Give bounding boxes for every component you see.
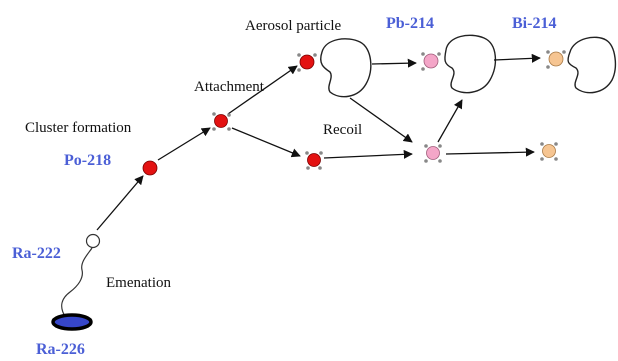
- ra222-label: Ra-222: [12, 245, 61, 262]
- po-attached: [297, 53, 317, 72]
- bi-free: [540, 142, 558, 161]
- recoil-label: Recoil: [323, 122, 362, 138]
- arrow-aerosol2-to-aerosol3: [493, 53, 541, 63]
- aerosol-particle-3: [567, 36, 617, 94]
- arrow-attach-to-free-po: [231, 127, 301, 158]
- po218-label: Po-218: [64, 152, 111, 169]
- pb-attached: [421, 52, 441, 71]
- aerosol-particle-1: [320, 38, 372, 98]
- arrows: [96, 53, 541, 231]
- emenation-label: Emenation: [106, 275, 171, 291]
- emanation-path: [61, 247, 93, 319]
- ra222-atom: [85, 233, 101, 249]
- pb-free: [424, 144, 442, 163]
- bi-attached: [546, 50, 566, 69]
- bi214-label: Bi-214: [512, 15, 556, 32]
- arrow-ra222-to-po218: [96, 175, 144, 231]
- arrow-po218-to-attach: [157, 127, 211, 161]
- arrow-aerosol1-to-aerosol2: [371, 58, 417, 68]
- arrow-recoil-to-aerosol2: [437, 99, 463, 143]
- arrow-aerosol1-to-recoil: [349, 97, 413, 143]
- po218-atom: [142, 160, 158, 176]
- arrow-free-po-to-recoil: [323, 149, 413, 159]
- arrow-attach-to-aerosol: [227, 65, 298, 115]
- ra226-source-disk: [51, 313, 93, 331]
- arrow-free-pb-to-free-bi: [445, 147, 535, 157]
- aerosol-particle-2: [444, 34, 497, 94]
- po-cluster: [212, 112, 231, 131]
- aerosol-particle-label: Aerosol particle: [245, 18, 342, 34]
- pb214-label: Pb-214: [386, 15, 434, 32]
- cluster-formation-label: Cluster formation: [25, 120, 132, 136]
- ra226-label: Ra-226: [36, 341, 85, 358]
- po-free: [305, 151, 323, 170]
- attachment-label: Attachment: [194, 79, 265, 95]
